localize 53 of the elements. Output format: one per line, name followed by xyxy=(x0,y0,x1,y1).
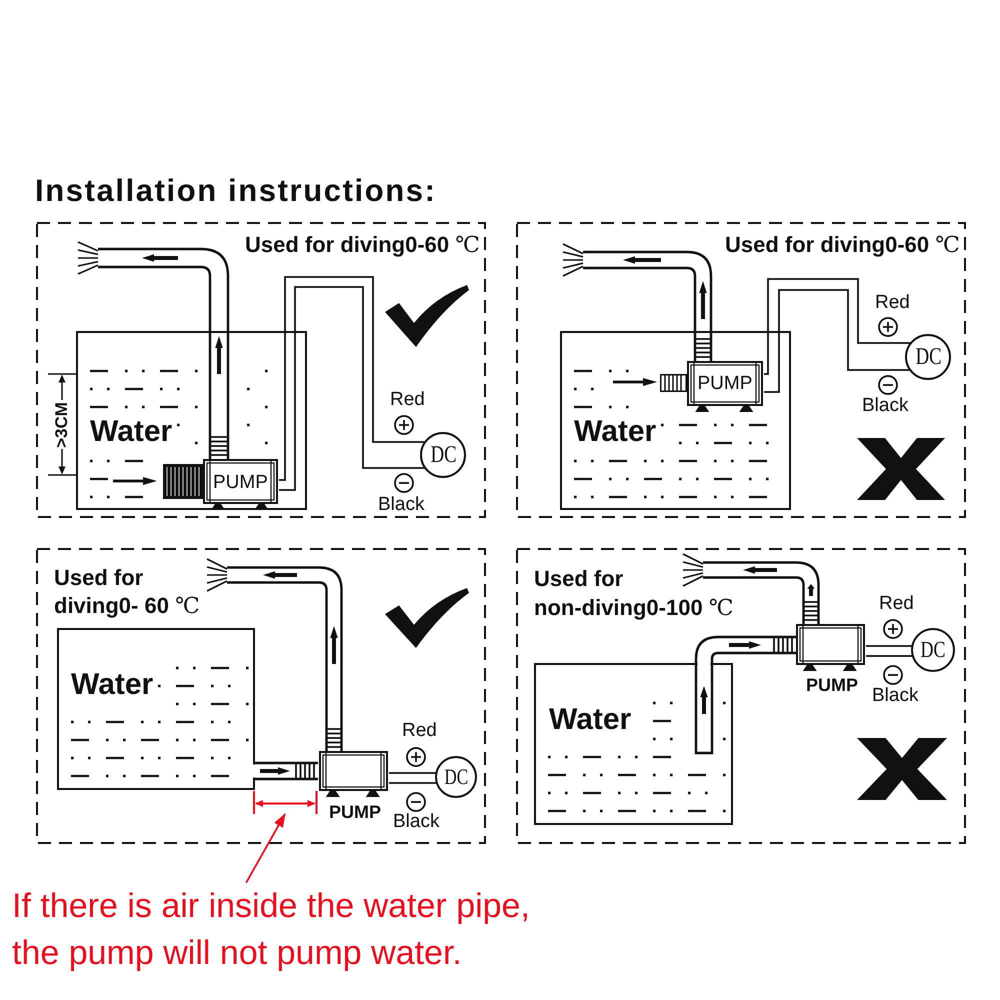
wire xyxy=(866,645,912,647)
wire-label: Red xyxy=(875,292,910,314)
panel-caption: Used for non-diving0-100 ℃ xyxy=(534,564,734,622)
leader-line xyxy=(245,813,286,884)
water-tank xyxy=(76,331,307,510)
dc-power-source xyxy=(435,756,477,798)
wire-label: Red xyxy=(879,593,914,616)
instruction-panel xyxy=(36,222,486,518)
dc-label: DC xyxy=(920,637,946,664)
dc-power-source xyxy=(905,334,951,380)
water-pipe xyxy=(206,558,343,751)
wire xyxy=(389,782,436,784)
water-pipe xyxy=(562,243,712,361)
wire-label: Black xyxy=(393,811,440,834)
wire-label: Red xyxy=(390,389,425,412)
water-tank xyxy=(57,628,255,790)
water-pipe xyxy=(682,553,820,624)
wire-label: Black xyxy=(862,395,908,418)
dc-power-source xyxy=(420,432,466,478)
warning-note: If there is air inside the water pipe, the pump will not pump water. xyxy=(12,882,552,977)
wire xyxy=(389,772,436,774)
pump-label: PUMP xyxy=(329,802,382,824)
water-label: Water xyxy=(90,414,172,450)
water-tank xyxy=(534,663,733,825)
pump-label: PUMP xyxy=(213,472,268,494)
water-label: Water xyxy=(549,702,632,738)
panel-caption: Used for diving0- 60 ℃ xyxy=(54,564,201,620)
water-label: Water xyxy=(574,414,656,450)
instruction-panel xyxy=(516,548,966,844)
dc-label: DC xyxy=(444,764,468,790)
wire xyxy=(866,655,912,657)
water-tank xyxy=(560,331,791,510)
wire xyxy=(764,289,910,393)
instruction-panel xyxy=(516,222,966,518)
wire-label: Black xyxy=(378,494,424,516)
dimension-label: >3CM xyxy=(52,402,72,448)
water-pipe xyxy=(255,762,318,780)
pump-label: PUMP xyxy=(806,675,858,696)
page-title: Installation instructions: xyxy=(35,173,437,210)
dc-label: DC xyxy=(915,342,942,371)
dc-label: DC xyxy=(430,440,456,469)
dimension-bracket xyxy=(253,791,318,814)
wire-label: Black xyxy=(872,685,918,708)
wire xyxy=(764,278,910,375)
panel-caption: Used for diving0-60 ℃ xyxy=(245,232,480,257)
water-pipe xyxy=(694,636,796,663)
water-pipe xyxy=(77,241,230,459)
panel-caption: Used for diving0-60 ℃ xyxy=(725,232,960,257)
wire-label: Red xyxy=(402,720,437,742)
instruction-panel xyxy=(36,548,486,844)
pump-label: PUMP xyxy=(698,373,752,396)
water-label: Water xyxy=(71,667,154,702)
dc-power-source xyxy=(911,628,955,672)
